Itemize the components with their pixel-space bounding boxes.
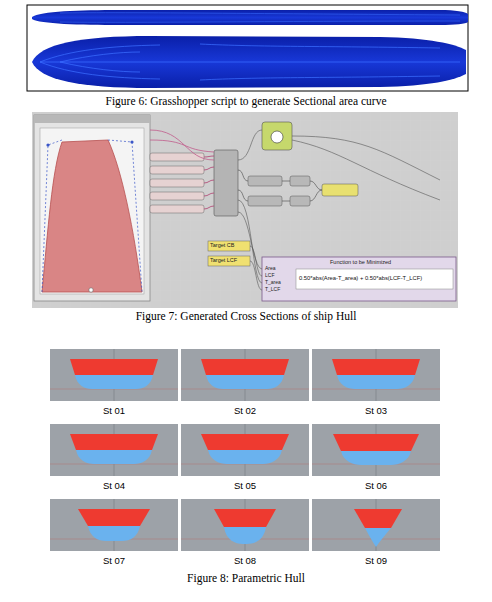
screenshot-text: Function to be Minimized [330,259,430,265]
section-panel: St 09 [312,499,440,566]
figure-caption: Figure 7: Generated Cross Sections of sh… [0,310,492,323]
station-label: St 04 [50,480,178,491]
screenshot-text: 0.50*abs(Area-T_area) + 0.50*abs(LCF-T_L… [299,275,451,282]
screenshot-text: T_area [265,280,295,286]
hull-section [50,499,178,551]
hull-section [181,499,309,551]
station-label: St 07 [50,555,178,566]
station-label: St 05 [181,480,309,491]
hull-section [181,349,309,401]
hull-section [312,424,440,476]
station-label: St 06 [312,480,440,491]
graph-mapper [34,115,150,301]
hull-plan-view [32,10,468,25]
section-panel: St 02 [181,349,309,416]
figure-caption: Figure 8: Parametric Hull [0,572,492,585]
section-panel: St 04 [50,424,178,491]
target-panel [208,241,250,251]
grasshopper-canvas [32,112,458,308]
sectional-area-curve [42,140,142,292]
section-panel: St 07 [50,499,178,566]
image-frame [27,5,468,91]
station-label: St 09 [312,555,440,566]
hull-section [312,499,440,551]
section-panel: St 03 [312,349,440,416]
section-panel: St 08 [181,499,309,566]
station-label: St 03 [312,405,440,416]
station-label: St 08 [181,555,309,566]
hull-section [312,349,440,401]
screenshot-text: LCF [265,273,295,279]
section-panel: St 01 [50,349,178,416]
screenshot-text: T_LCF [265,287,295,293]
screenshot-text: Target CB [210,242,248,248]
target-panel [208,256,250,266]
screenshot-text: Target LCF [210,257,248,263]
screenshot-text: Area [265,266,295,272]
station-label: St 02 [181,405,309,416]
number-sliders [150,153,204,213]
station-label: St 01 [50,405,178,416]
section-panel: St 06 [312,424,440,491]
hull-section [50,349,178,401]
hull-bottom-view [32,36,466,88]
figure-caption: Figure 6: Grasshopper script to generate… [0,95,492,108]
expression-component [262,257,456,301]
hull-section [50,424,178,476]
section-panel: St 05 [181,424,309,491]
component [214,150,238,216]
optimizer-component [262,122,292,150]
hull-section [181,424,309,476]
